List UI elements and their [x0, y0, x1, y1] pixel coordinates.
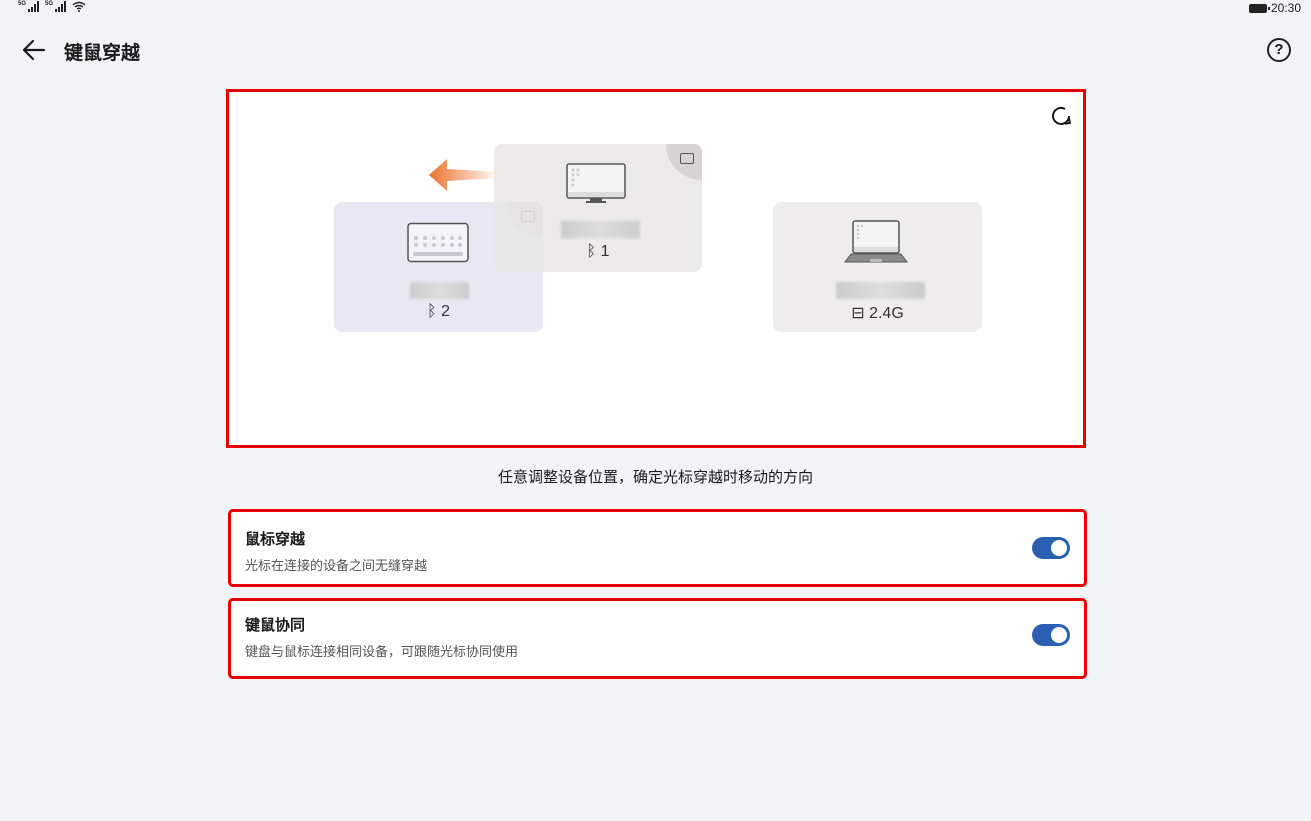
bluetooth-icon: ᛒ	[586, 243, 597, 260]
cellular-signal-icon: 5G	[18, 1, 40, 12]
laptop-icon	[844, 220, 908, 263]
back-arrow-icon[interactable]	[20, 36, 50, 64]
cursor-direction-arrow-icon	[429, 159, 499, 191]
mouse-traversal-toggle[interactable]	[1032, 537, 1070, 559]
device-name-redacted	[410, 282, 469, 299]
wifi-icon	[72, 1, 86, 12]
device-card-monitor[interactable]: ᛒ 1	[494, 144, 702, 272]
usb-receiver-icon: ⊟	[851, 305, 865, 322]
connection-label: ᛒ 1	[586, 243, 610, 260]
device-name-redacted	[836, 282, 925, 299]
keyboard-icon	[680, 153, 694, 164]
device-arrangement-canvas[interactable]: ᛒ 2 ᛒ 1 ⊟ 2.4G	[226, 89, 1086, 448]
keyboard-badge	[666, 144, 702, 180]
page-title: 键鼠穿越	[64, 43, 141, 64]
setting-title: 键鼠协同	[245, 617, 306, 634]
setting-keyboard-mouse-sync: 键鼠协同 键盘与鼠标连接相同设备，可跟随光标协同使用	[228, 598, 1087, 679]
reset-layout-icon[interactable]	[1049, 104, 1073, 128]
device-name-redacted	[561, 221, 640, 238]
setting-mouse-traversal: 鼠标穿越 光标在连接的设备之间无缝穿越	[228, 509, 1087, 587]
connection-label: ⊟ 2.4G	[851, 305, 904, 322]
setting-description: 键盘与鼠标连接相同设备，可跟随光标协同使用	[245, 644, 519, 659]
monitor-icon	[566, 163, 626, 203]
connection-label: ᛒ 2	[427, 303, 450, 320]
cellular-signal-icon: 5G	[45, 1, 67, 12]
help-icon[interactable]: ?	[1267, 38, 1291, 62]
arrangement-hint: 任意调整设备位置，确定光标穿越时移动的方向	[497, 469, 813, 486]
bluetooth-icon: ᛒ	[427, 303, 437, 320]
battery-icon	[1248, 3, 1270, 13]
clock: 20:30	[1270, 1, 1301, 15]
tablet-icon	[407, 222, 469, 263]
device-card-laptop[interactable]: ⊟ 2.4G	[773, 202, 982, 332]
network-type-label: 5G	[45, 1, 54, 7]
app-header: 键鼠穿越 ?	[0, 30, 1311, 70]
setting-title: 鼠标穿越	[245, 531, 306, 548]
network-type-label: 5G	[18, 1, 27, 7]
setting-description: 光标在连接的设备之间无缝穿越	[245, 558, 428, 573]
keyboard-mouse-sync-toggle[interactable]	[1032, 624, 1070, 646]
status-bar: 5G 5G 20:30	[0, 0, 1311, 16]
